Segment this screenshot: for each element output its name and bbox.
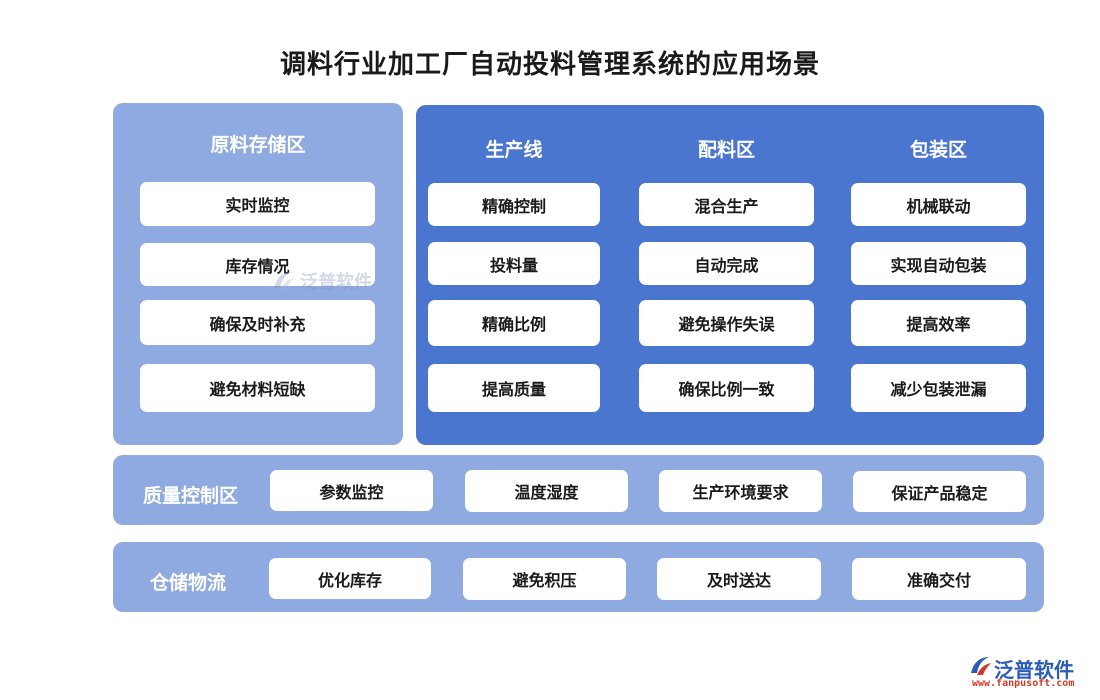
quality-item: 参数监控: [270, 470, 433, 511]
logistics-item: 准确交付: [852, 558, 1026, 600]
batching-item: 混合生产: [639, 183, 814, 226]
page-title: 调料行业加工厂自动投料管理系统的应用场景: [279, 50, 820, 80]
raw-storage-item: 确保及时补充: [140, 300, 375, 345]
batching-item: 自动完成: [639, 242, 814, 285]
watermark-text: 泛普软件: [300, 272, 372, 293]
packaging-item: 机械联动: [851, 183, 1026, 226]
packaging-item: 实现自动包装: [851, 242, 1026, 285]
quality-label: 质量控制区: [143, 485, 239, 507]
production-line-item: 精确比例: [428, 300, 600, 346]
packaging-item: 减少包装泄漏: [851, 364, 1026, 412]
raw-storage-item: 实时监控: [140, 182, 375, 226]
production-line-item: 投料量: [428, 242, 600, 285]
batching-item: 确保比例一致: [639, 364, 814, 412]
fanpu-logo-icon: [971, 657, 991, 675]
logistics-item: 优化库存: [269, 558, 431, 599]
logo-name: 泛普软件: [994, 658, 1074, 682]
watermark: 泛普软件: [270, 268, 372, 294]
batching-heading: 配料区: [697, 139, 755, 161]
production-line-item: 提高质量: [428, 364, 600, 412]
quality-item: 保证产品稳定: [853, 471, 1026, 512]
packaging-item: 提高效率: [851, 300, 1026, 346]
brand-logo: 泛普软件 www.fanpusoft.com: [968, 652, 1092, 692]
logistics-item: 及时送达: [657, 558, 821, 600]
fanpu-logo-icon: [274, 272, 294, 290]
quality-item: 生产环境要求: [659, 470, 822, 512]
logo-url: www.fanpusoft.com: [972, 678, 1075, 689]
production-line-item: 精确控制: [428, 183, 600, 226]
batching-item: 避免操作失误: [639, 300, 814, 346]
logistics-item: 避免积压: [463, 558, 626, 600]
logistics-label: 仓储物流: [150, 572, 227, 594]
raw-storage-heading: 原料存储区: [210, 134, 306, 156]
packaging-heading: 包装区: [909, 139, 967, 161]
quality-item: 温度湿度: [465, 470, 628, 512]
raw-storage-item: 库存情况: [140, 243, 375, 286]
raw-storage-item: 避免材料短缺: [140, 364, 375, 412]
production-line-heading: 生产线: [485, 139, 543, 161]
